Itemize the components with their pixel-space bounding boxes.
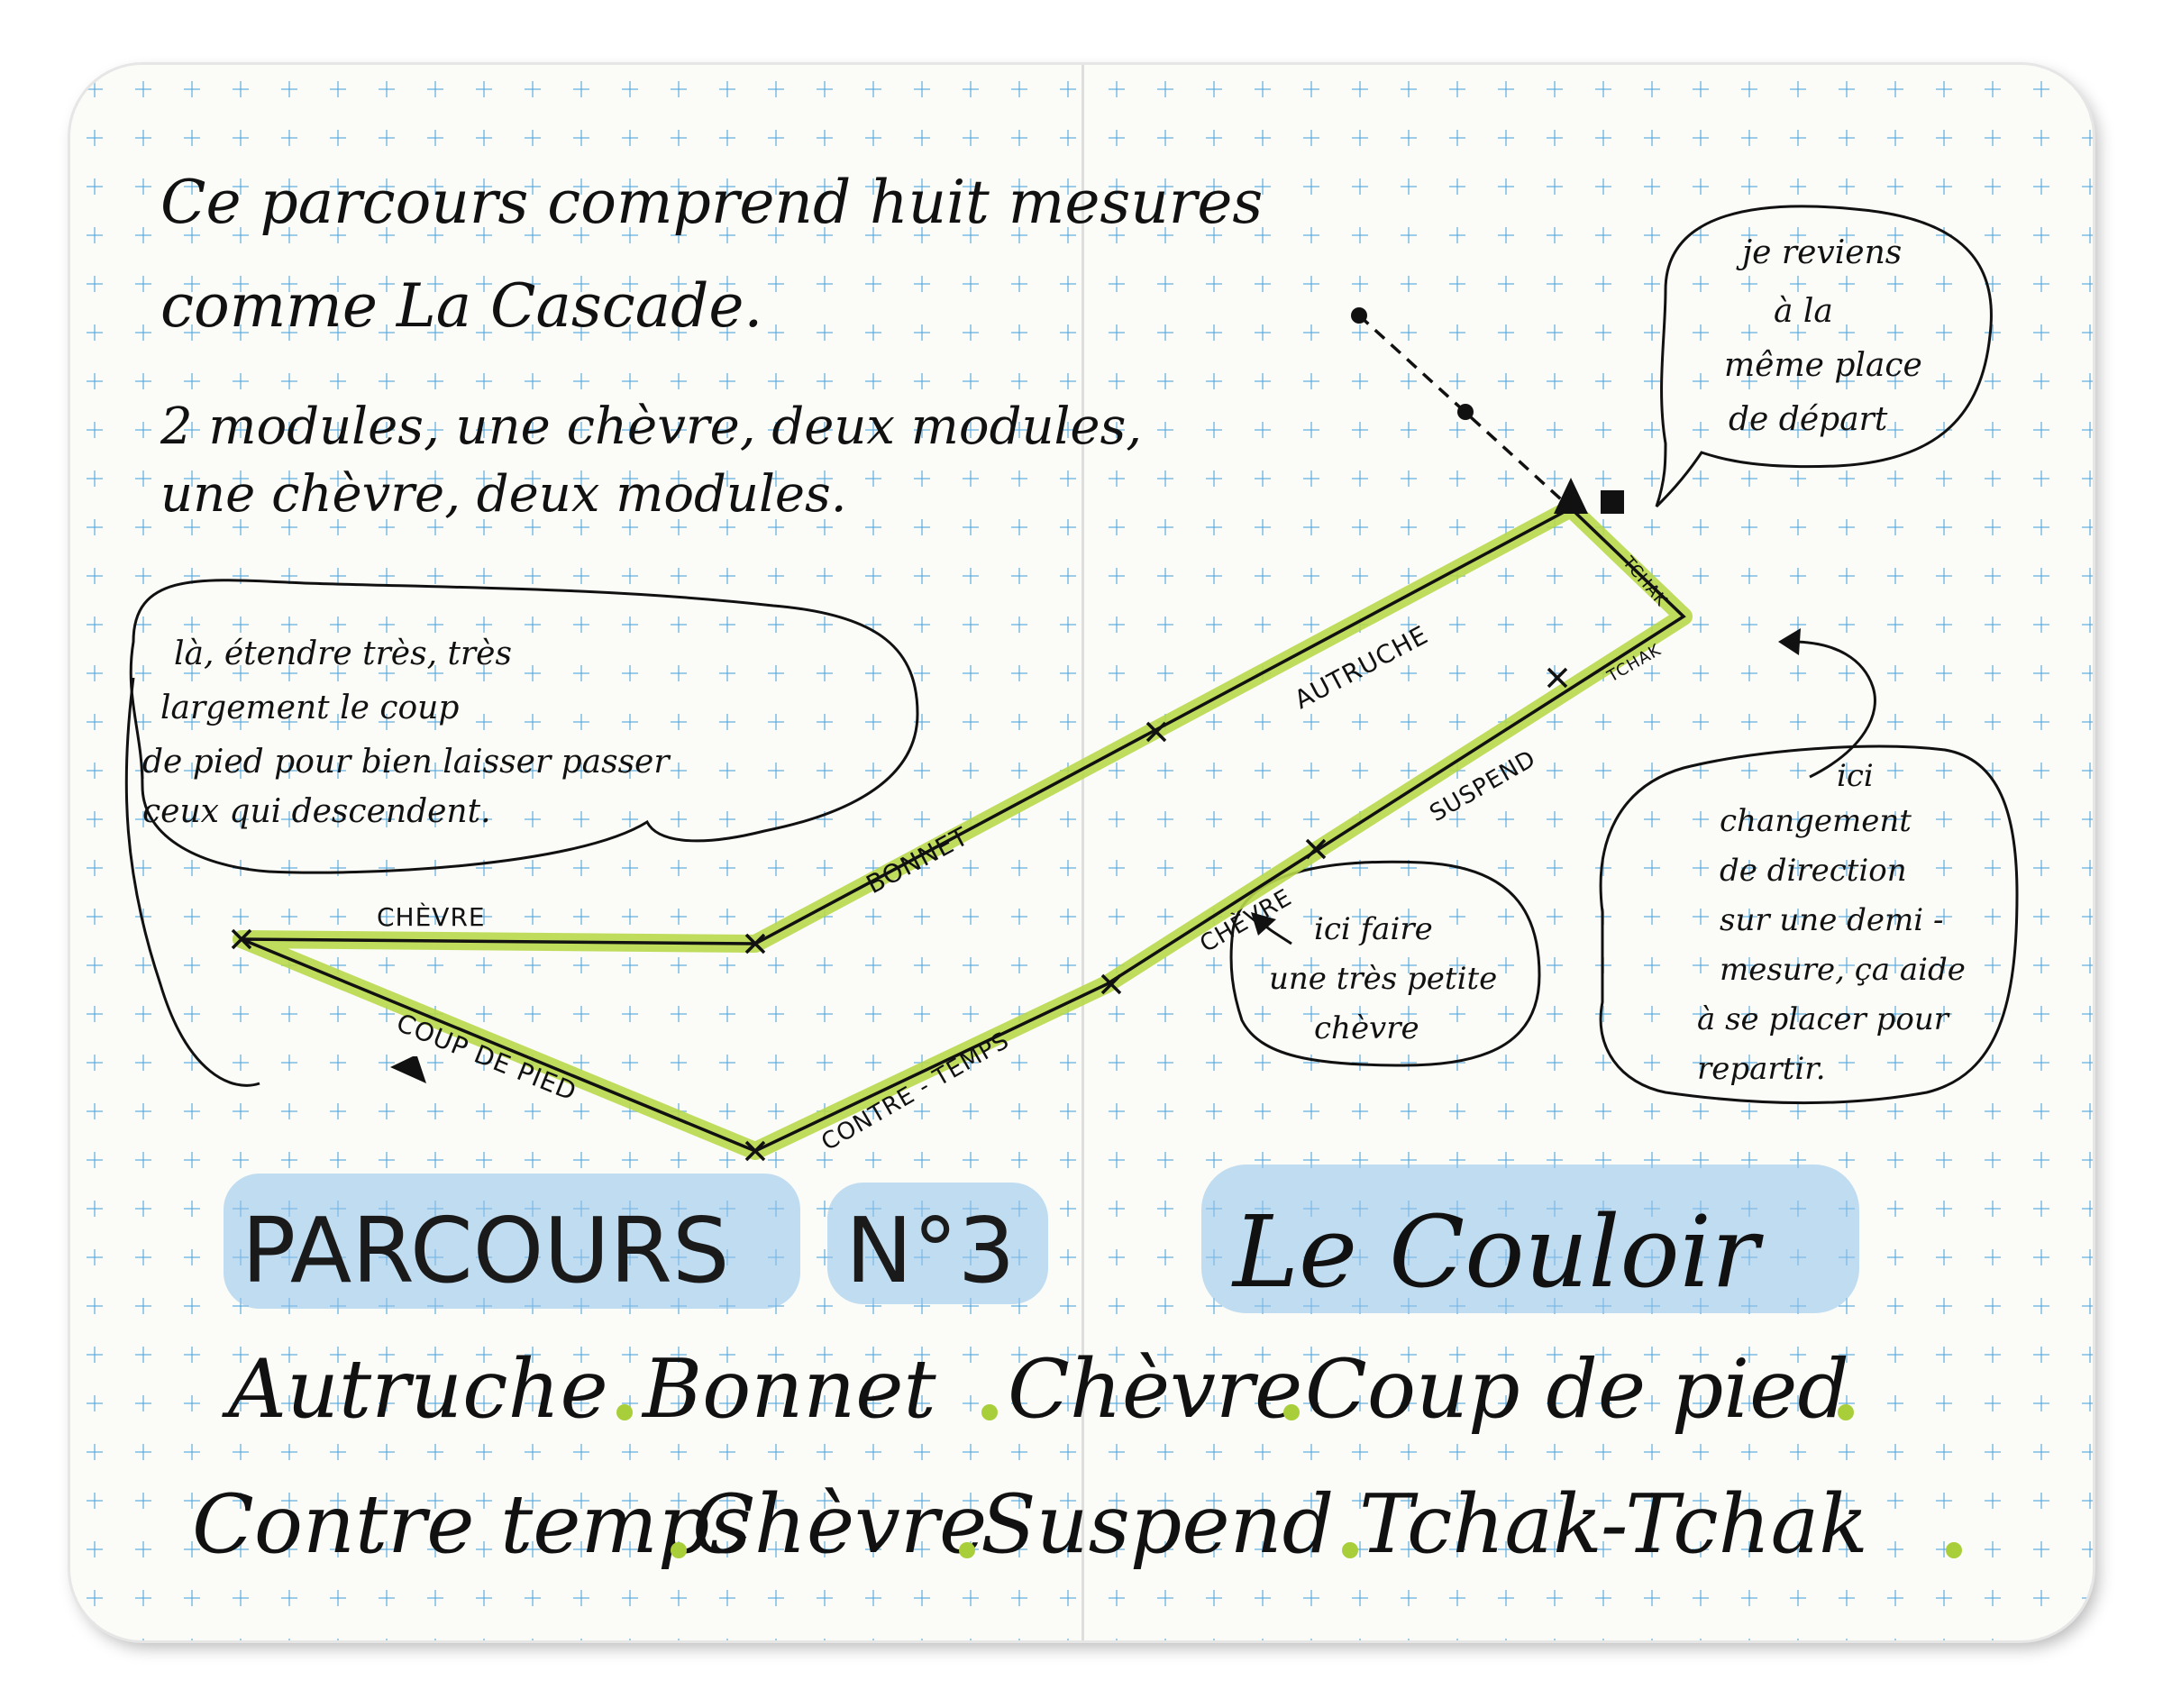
- bubble-petite-chevre: [1229, 860, 1541, 1067]
- bubble-changement-line: à se placer pour: [1697, 1001, 1950, 1037]
- sequence-item: Chèvre: [692, 1477, 987, 1572]
- notebook-page: Ce parcours comprend huit mesures comme …: [70, 65, 2093, 1640]
- bubble-petite-chevre-line: ici faire: [1314, 911, 1433, 947]
- bubble-reviens-line: je reviens: [1736, 234, 1902, 271]
- sequence-item: Suspend: [981, 1477, 1334, 1572]
- title-highlight-name: [1201, 1165, 1859, 1313]
- title-numero: N°3: [845, 1198, 1015, 1303]
- bubble-changement-tail: [1791, 640, 1876, 779]
- bubble-changement-line: mesure, ça aide: [1720, 952, 1966, 988]
- arrow-petite-chevre-icon: [1251, 912, 1276, 936]
- intro-line-4: une chèvre, deux modules.: [160, 465, 847, 524]
- bubble-etendre-text: là, étendre très, très largement le coup…: [142, 635, 671, 830]
- intro-line-3: 2 modules, une chèvre, deux modules,: [160, 397, 1142, 456]
- bubble-etendre-line: là, étendre très, très: [174, 635, 512, 672]
- bubble-etendre-line: largement le coup: [160, 690, 459, 726]
- label-tchak-top: TCHAK: [1619, 553, 1672, 610]
- arrow-coup-de-pied-icon: [390, 1056, 426, 1083]
- route-diagram: Ce parcours comprend huit mesures comme …: [124, 168, 2019, 1572]
- bubble-petite-chevre-text: ici faire une très petite chèvre: [1269, 911, 1497, 1046]
- bubble-changement: [1599, 744, 2019, 1105]
- intro-line-2: comme La Cascade.: [160, 271, 762, 341]
- sequence-line-2: Contre temps Chèvre Suspend Tchak-Tchak: [192, 1477, 1868, 1572]
- sequence-line-1: Autruche Bonnet Chèvre Coup de pied: [222, 1342, 1849, 1437]
- title-parcours: PARCOURS: [242, 1198, 730, 1303]
- label-bonnet: BONNET: [862, 821, 973, 900]
- label-autruche: AUTRUCHE: [1290, 620, 1433, 716]
- label-contre-temps: CONTRE - TEMPS: [817, 1027, 1015, 1156]
- sequence-item: Autruche: [222, 1342, 608, 1437]
- sequence-item: Bonnet: [641, 1342, 937, 1437]
- bubble-etendre-line: ceux qui descendent.: [142, 793, 491, 830]
- bubble-reviens-text: je reviens à la même place de départ: [1724, 234, 1922, 438]
- bubble-changement-line: sur une demi -: [1720, 902, 1943, 938]
- bubble-etendre: [129, 579, 919, 874]
- intro-line-1: Ce parcours comprend huit mesures: [160, 168, 1263, 237]
- sequence-item: Contre temps: [192, 1477, 752, 1572]
- label-suspend: SUSPEND: [1426, 745, 1541, 827]
- bubble-changement-line: repartir.: [1697, 1051, 1826, 1087]
- label-coup-de-pied: COUP DE PIED: [392, 1008, 580, 1107]
- sequence-dots-1: [616, 1404, 1854, 1420]
- sequence-dots-2: [671, 1542, 1962, 1558]
- sequence-item: Coup de pied: [1305, 1342, 1849, 1437]
- bubble-reviens-line: à la: [1774, 293, 1833, 330]
- bubble-changement-line: de direction: [1720, 853, 1907, 889]
- bubble-etendre-line: de pied pour bien laisser passer: [142, 744, 671, 781]
- bubble-reviens-line: de départ: [1729, 401, 1888, 438]
- bubble-changement-line: ici: [1837, 758, 1874, 794]
- start-dashed-line: [1357, 314, 1573, 510]
- bubble-reviens: [1655, 205, 1993, 508]
- bubble-petite-chevre-line: une très petite: [1269, 961, 1497, 997]
- cross-markers: [231, 667, 1568, 1162]
- start-dot-2: [1457, 404, 1474, 420]
- title-highlight-numero: [827, 1183, 1048, 1304]
- sequence-item: Tchak-Tchak: [1359, 1477, 1868, 1572]
- sequence-item: Chèvre: [1008, 1342, 1302, 1437]
- start-square-icon: [1601, 490, 1624, 514]
- start-triangle-icon: [1554, 478, 1588, 514]
- bubble-changement-text: ici changement de direction sur une demi…: [1697, 758, 1966, 1087]
- bubble-changement-line: changement: [1720, 803, 1912, 839]
- title-highlight-parcours: [224, 1174, 800, 1309]
- start-dot-1: [1351, 307, 1367, 324]
- bubble-reviens-line: même place: [1724, 347, 1922, 384]
- label-chevre-top: CHÈVRE: [377, 901, 486, 932]
- bubble-etendre-tail: [124, 677, 260, 1087]
- arrow-changement-icon: [1778, 628, 1801, 655]
- bubble-petite-chevre-line: chèvre: [1314, 1010, 1419, 1046]
- title-name: Le Couloir: [1231, 1194, 1765, 1310]
- page-fold: [1082, 65, 1084, 1640]
